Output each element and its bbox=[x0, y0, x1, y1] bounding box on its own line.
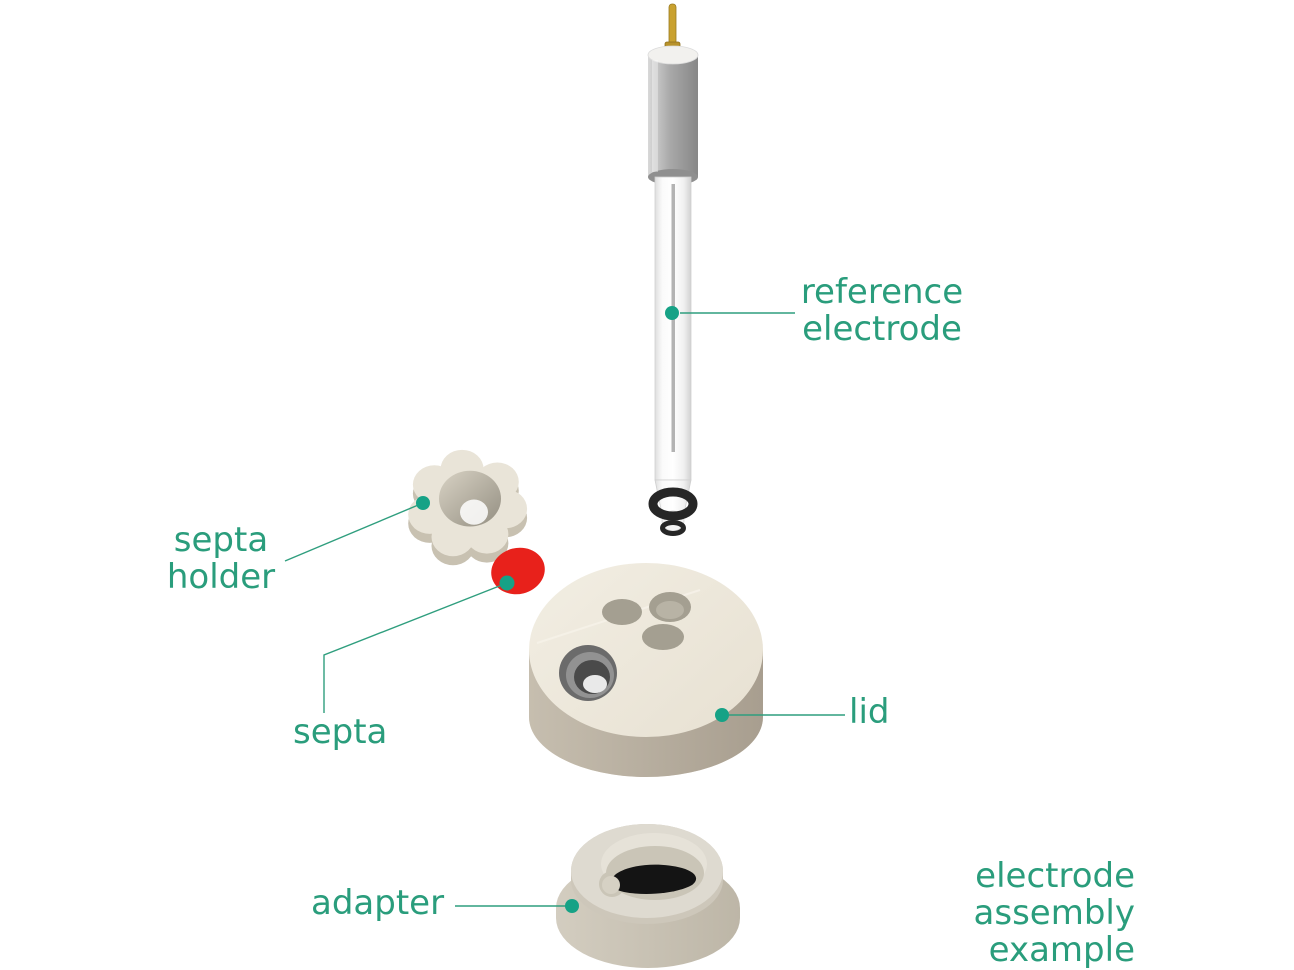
septa-holder-leader-dot bbox=[416, 496, 430, 510]
adapter-illustration bbox=[556, 824, 740, 968]
adapter-notch-tab bbox=[602, 876, 620, 894]
lid-label: lid bbox=[849, 692, 890, 732]
reference-electrode-leader-dot bbox=[665, 306, 679, 320]
septa-label: septa bbox=[293, 712, 388, 752]
reference-electrode-illustration bbox=[647, 3, 699, 536]
o-ring-large bbox=[648, 487, 698, 521]
septa-holder-hole bbox=[439, 470, 501, 527]
electrode-cap-top bbox=[647, 45, 699, 65]
lid-hole-1 bbox=[602, 599, 642, 625]
lid-side bbox=[529, 650, 763, 777]
septa-holder-label: septa holder bbox=[166, 520, 276, 597]
electrode-cap-highlight bbox=[652, 60, 658, 172]
lid-hole-2-counterbore bbox=[656, 601, 684, 619]
septa-holder-illustration bbox=[408, 449, 528, 566]
lid-angled-port-opening bbox=[583, 675, 607, 693]
lid-illustration bbox=[529, 563, 763, 777]
adapter-crescent-hole bbox=[611, 864, 697, 894]
adapter-label: adapter bbox=[311, 883, 445, 923]
lid-hole-3 bbox=[642, 624, 684, 650]
reference-electrode-label: reference electrode bbox=[800, 272, 964, 349]
electrode-pin bbox=[668, 3, 677, 47]
septa-holder-leader-line bbox=[284, 502, 424, 562]
adapter-leader-dot bbox=[565, 899, 579, 913]
diagram-caption: electrode assembly example bbox=[973, 856, 1135, 970]
septa-leader-dot bbox=[499, 575, 515, 591]
electrode-cap-body bbox=[648, 53, 698, 177]
septa-leader-line bbox=[323, 582, 508, 713]
o-ring-small bbox=[660, 520, 686, 536]
lid-leader-dot bbox=[715, 708, 729, 722]
leader-lines bbox=[284, 306, 845, 913]
lid-top-face bbox=[529, 563, 763, 777]
